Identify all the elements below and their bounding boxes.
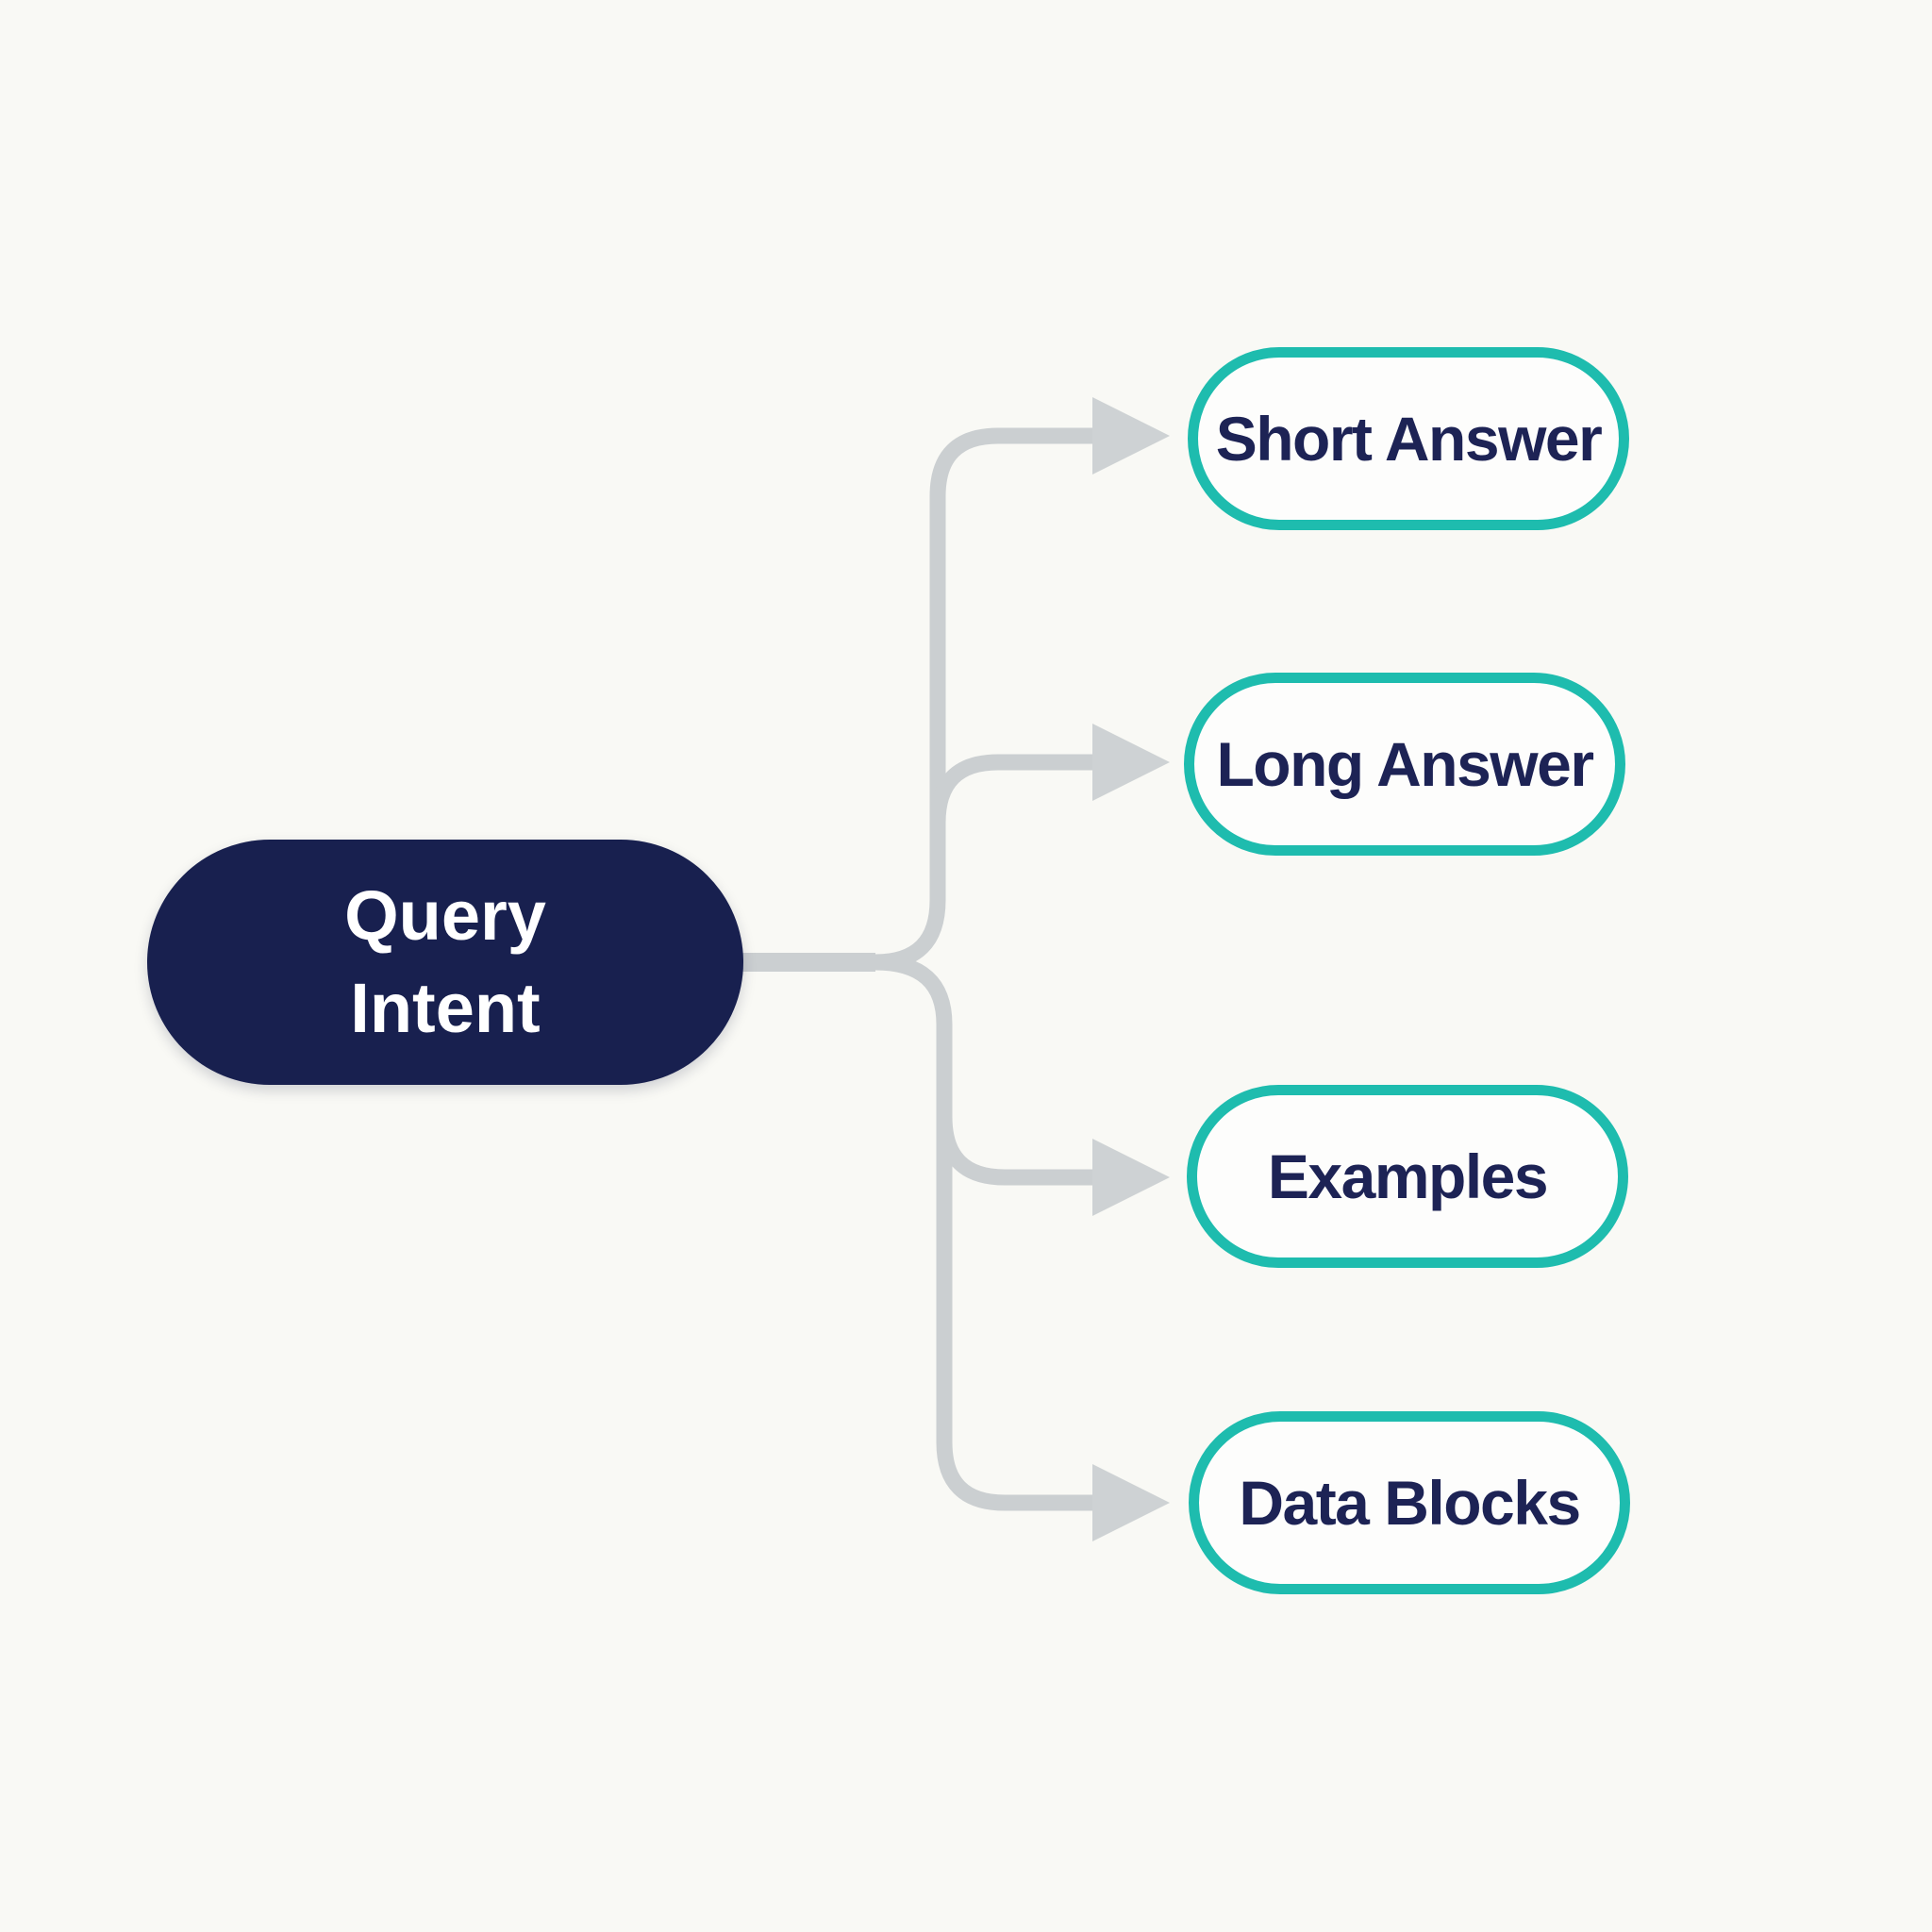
edge-query-to-examples bbox=[936, 1116, 1096, 1186]
root-node-query-intent: Query Intent bbox=[147, 840, 743, 1085]
root-node-label: Query Intent bbox=[344, 870, 546, 1056]
root-label-line-1: Query bbox=[344, 875, 546, 955]
arrowhead-data-blocks-icon bbox=[1092, 1464, 1170, 1541]
child-node-label-long-answer: Long Answer bbox=[1216, 729, 1594, 799]
child-node-label-short-answer: Short Answer bbox=[1215, 404, 1603, 474]
edge-query-to-short-answer bbox=[874, 427, 1096, 971]
child-node-label-examples: Examples bbox=[1267, 1141, 1549, 1211]
edge-query-to-long-answer bbox=[929, 754, 1096, 824]
child-node-data-blocks: Data Blocks bbox=[1189, 1411, 1630, 1594]
arrowhead-short-answer-icon bbox=[1092, 397, 1170, 475]
arrowhead-long-answer-icon bbox=[1092, 724, 1170, 801]
child-node-short-answer: Short Answer bbox=[1188, 347, 1629, 530]
edge-query-to-data-blocks bbox=[874, 954, 1096, 1511]
child-node-examples: Examples bbox=[1187, 1085, 1628, 1268]
child-node-label-data-blocks: Data Blocks bbox=[1239, 1468, 1581, 1538]
child-node-long-answer: Long Answer bbox=[1184, 673, 1625, 856]
root-label-line-2: Intent bbox=[350, 969, 541, 1047]
arrowhead-examples-icon bbox=[1092, 1139, 1170, 1216]
